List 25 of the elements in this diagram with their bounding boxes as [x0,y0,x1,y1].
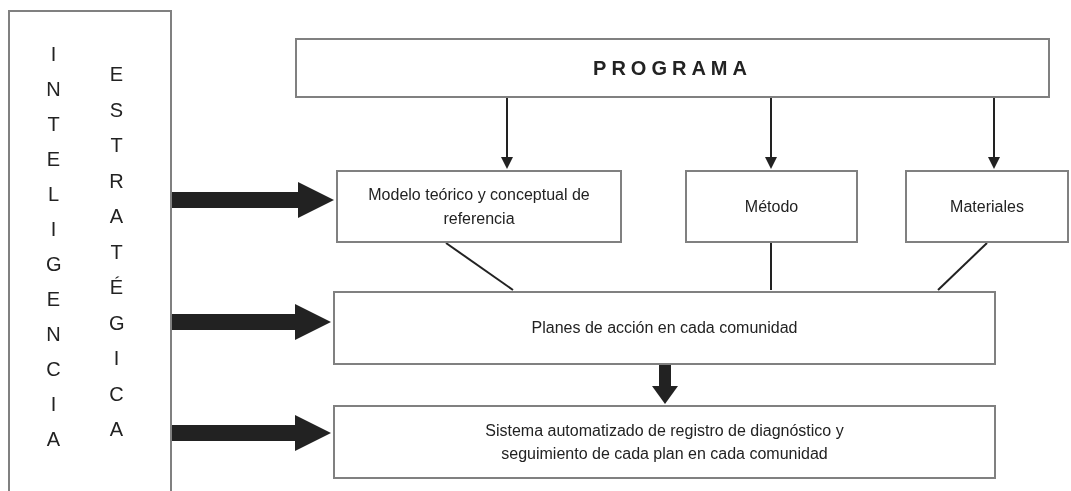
vertical-title: INTELIGENCIA [46,42,61,452]
process-box [333,291,996,365]
process-box [333,405,996,479]
block-arrow [172,182,334,218]
process-box [336,170,622,243]
arrow [988,97,1000,169]
box-label: PROGRAMA [593,55,752,81]
block-arrow [652,365,678,404]
process-box [685,170,858,243]
process-box [905,170,1069,243]
vertical-title: ESTRATÉGICA [109,62,124,442]
box-label: Método [744,196,799,217]
vertical-title-box [8,10,172,491]
header-box [295,38,1050,98]
block-arrow [172,304,331,340]
arrow [501,97,513,169]
connector-line [445,242,514,291]
box-label: Modelo teórico y conceptual de referencia [368,185,590,229]
box-label: Planes de acción en cada comunidad [531,318,798,339]
box-label: Sistema automatizado de registro de diagnóstico y seguimiento de cada plan en cada comunidad [484,420,845,464]
block-arrow [172,415,331,451]
arrow [765,97,777,169]
box-label: Materiales [950,196,1024,217]
connector-line [770,242,772,291]
connector-line [937,242,988,291]
